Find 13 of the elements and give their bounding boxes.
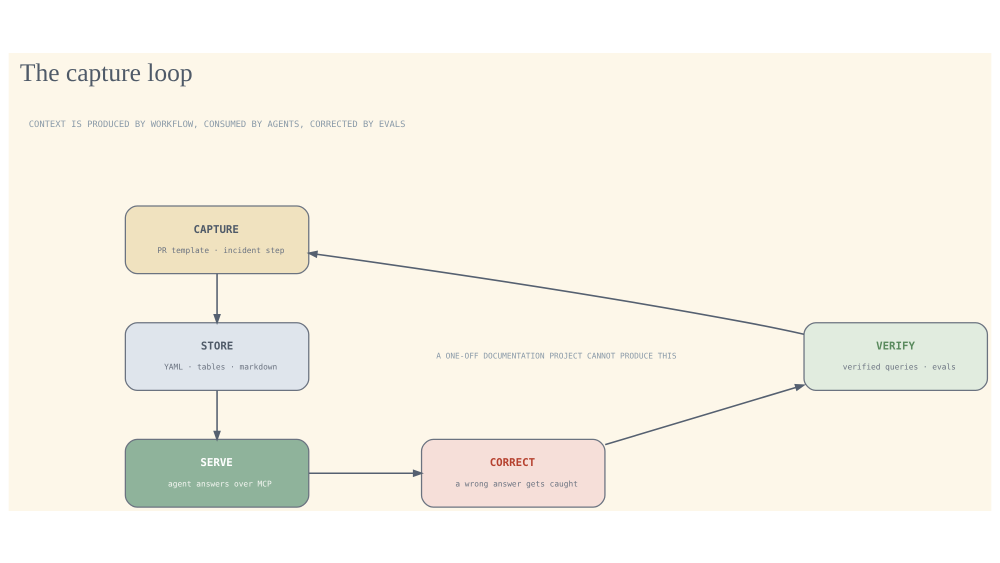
- arrow: [604, 383, 806, 445]
- node-box: CAPTURE PR template · incident step: [124, 204, 310, 274]
- diagram-title: The capture loop: [20, 58, 193, 87]
- node-box: SERVE agent answers over MCP: [124, 438, 310, 508]
- arrow: [306, 250, 804, 334]
- arrow: [213, 273, 221, 325]
- arrow: [213, 390, 221, 442]
- node-box: STORE YAML · tables · markdown: [124, 322, 310, 390]
- node-box: VERIFY verified queries · evals: [803, 322, 988, 390]
- arrow: [309, 468, 424, 477]
- label: CONTEXT IS PRODUCED BY WORKFLOW, CONSUMED BY AGENTS, CORRECTED BY EVALS: [28, 120, 406, 130]
- label: A ONE-OFF DOCUMENTATION PROJECT CANNOT PRODUCE THIS: [436, 350, 677, 360]
- node-box: CORRECT a wrong answer gets caught: [420, 438, 606, 508]
